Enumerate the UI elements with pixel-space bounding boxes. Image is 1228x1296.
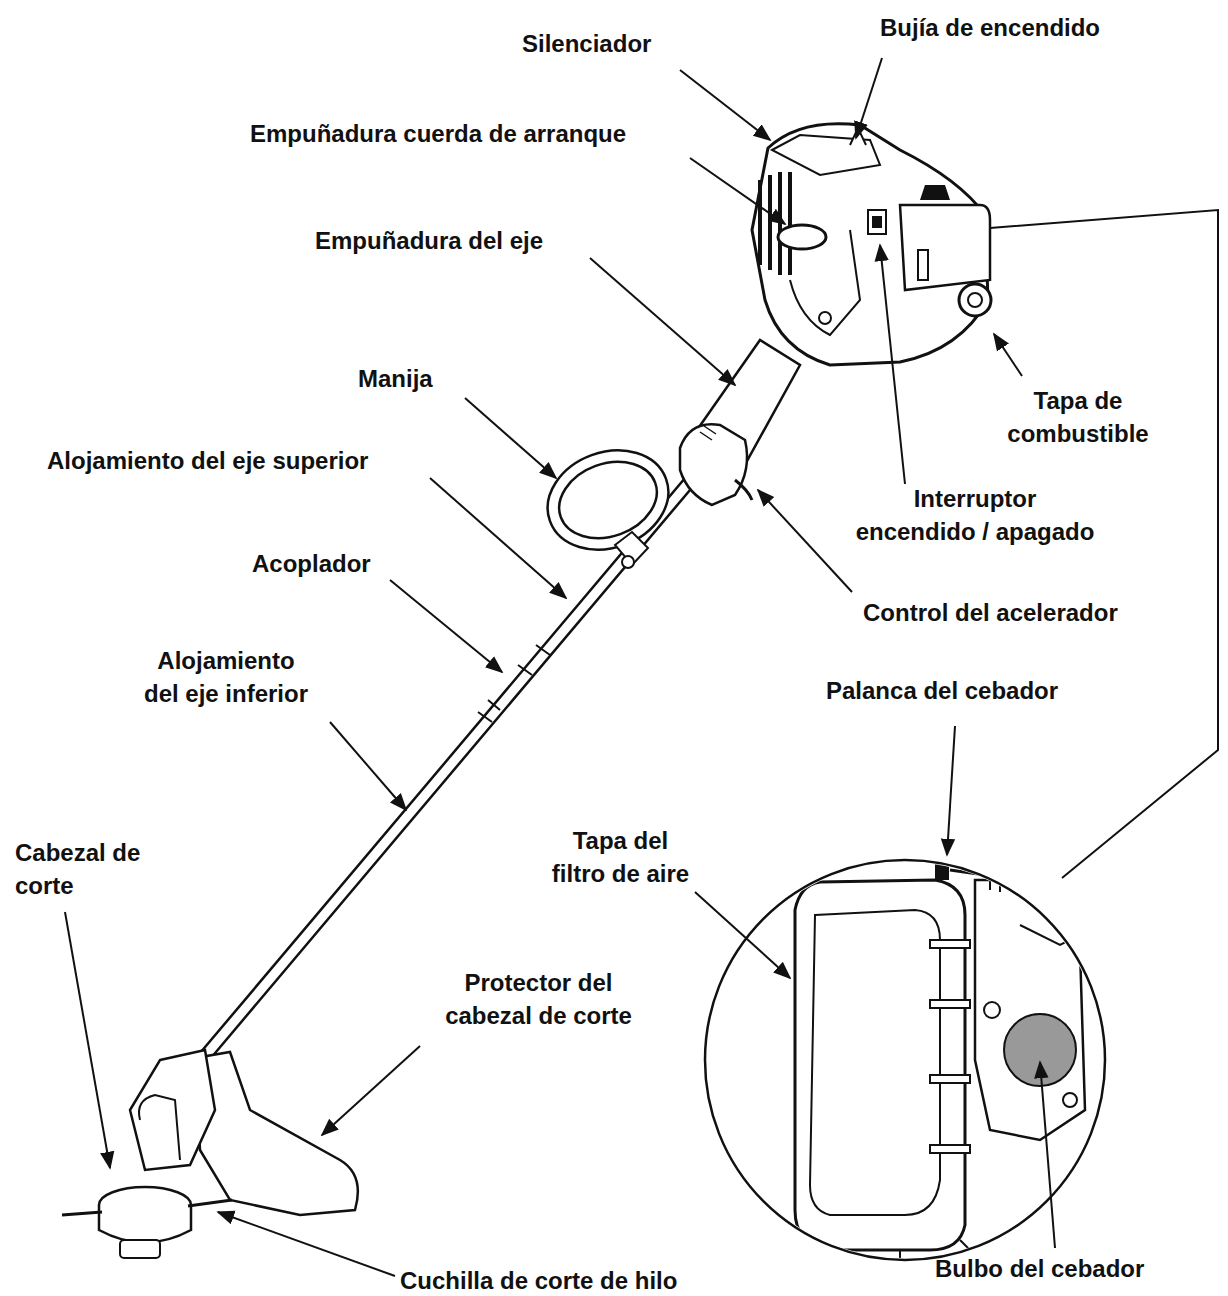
part-label: Alojamiento del eje superior bbox=[47, 444, 368, 477]
part-label: Manija bbox=[358, 362, 433, 395]
part-label: Empuñadura del eje bbox=[315, 224, 543, 257]
part-label: Tapa de combustible bbox=[1003, 384, 1153, 450]
part-label: Protector del cabezal de corte bbox=[441, 966, 636, 1032]
cutting-head bbox=[62, 1050, 358, 1258]
part-label: Bujía de encendido bbox=[880, 11, 1100, 44]
engine-body bbox=[752, 124, 991, 365]
part-label: Empuñadura cuerda de arranque bbox=[250, 117, 626, 150]
leader-lines bbox=[65, 58, 1055, 1276]
part-label: Bulbo del cebador bbox=[935, 1252, 1144, 1285]
carburetor-inset bbox=[705, 858, 1105, 1270]
shaft-grip bbox=[680, 340, 800, 505]
part-label: Alojamiento del eje inferior bbox=[140, 644, 312, 710]
part-label: Control del acelerador bbox=[863, 596, 1118, 629]
part-label: Cabezal de corte bbox=[15, 836, 147, 902]
part-label: Interruptor encendido / apagado bbox=[853, 482, 1097, 548]
part-label: Tapa del filtro de aire bbox=[548, 824, 693, 890]
shaft bbox=[200, 455, 712, 1062]
part-label: Silenciador bbox=[522, 27, 651, 60]
part-label: Acoplador bbox=[252, 547, 371, 580]
part-label: Palanca del cebador bbox=[826, 674, 1058, 707]
part-label: Cuchilla de corte de hilo bbox=[400, 1264, 677, 1296]
handle-loop bbox=[541, 441, 675, 568]
